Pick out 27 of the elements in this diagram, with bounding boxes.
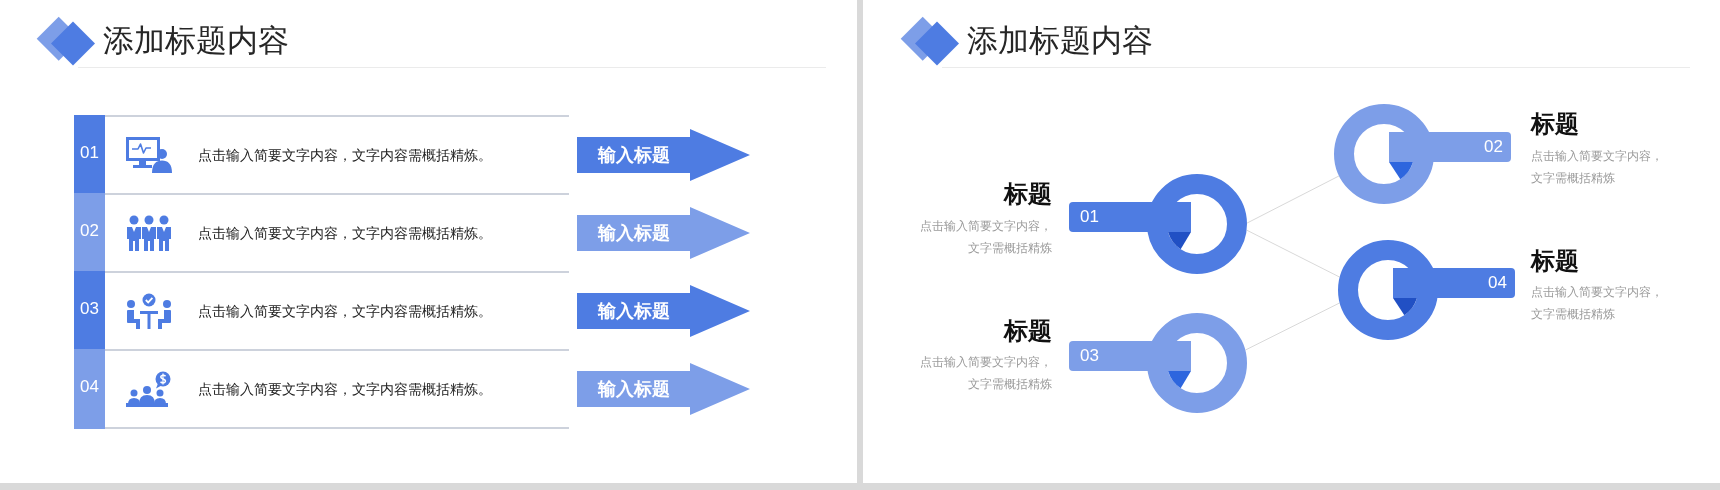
description-text: 点击输入简要文字内容，文字内容需概括精炼。 — [198, 302, 492, 321]
description-text: 点击输入简要文字内容，文字需概括精炼 — [1531, 147, 1664, 187]
heading-text: 标题 — [1531, 110, 1579, 137]
arrow-shape: 输入标题 — [577, 363, 750, 415]
description-text: 点击输入简要文字内容，文字需概括精炼 — [919, 354, 1052, 393]
description-text: 点击输入简要文字内容，文字内容需概括精炼。 — [198, 146, 492, 165]
connector-line — [1246, 229, 1341, 278]
number-tab: 04 — [74, 349, 105, 429]
number-tab: 02 — [74, 193, 105, 273]
row-band — [74, 349, 569, 429]
heading-text: 标题 — [1531, 248, 1579, 274]
row-band — [74, 115, 569, 195]
arrow-shape: 输入标题 — [577, 207, 750, 259]
connector-line — [1246, 175, 1340, 224]
number-tab: 01 — [74, 115, 105, 195]
heading-text: 标题 — [1004, 318, 1052, 344]
description-text: 点击输入简要文字内容，文字需概括精炼 — [919, 218, 1052, 257]
description-text: 点击输入简要文字内容，文字需概括精炼 — [1531, 284, 1664, 323]
heading-text: 标题 — [1004, 181, 1052, 207]
arrow-shape: 输入标题 — [577, 285, 750, 337]
connector-line — [1244, 302, 1341, 351]
arrow-shape: 输入标题 — [577, 129, 750, 181]
title-text: 添加标题内容 — [103, 23, 289, 59]
number-tab: 03 — [74, 271, 105, 351]
description-text: 点击输入简要文字内容，文字内容需概括精炼。 — [198, 380, 492, 399]
description-text: 点击输入简要文字内容，文字内容需概括精炼。 — [198, 224, 492, 243]
title-text: 添加标题内容 — [967, 23, 1153, 59]
